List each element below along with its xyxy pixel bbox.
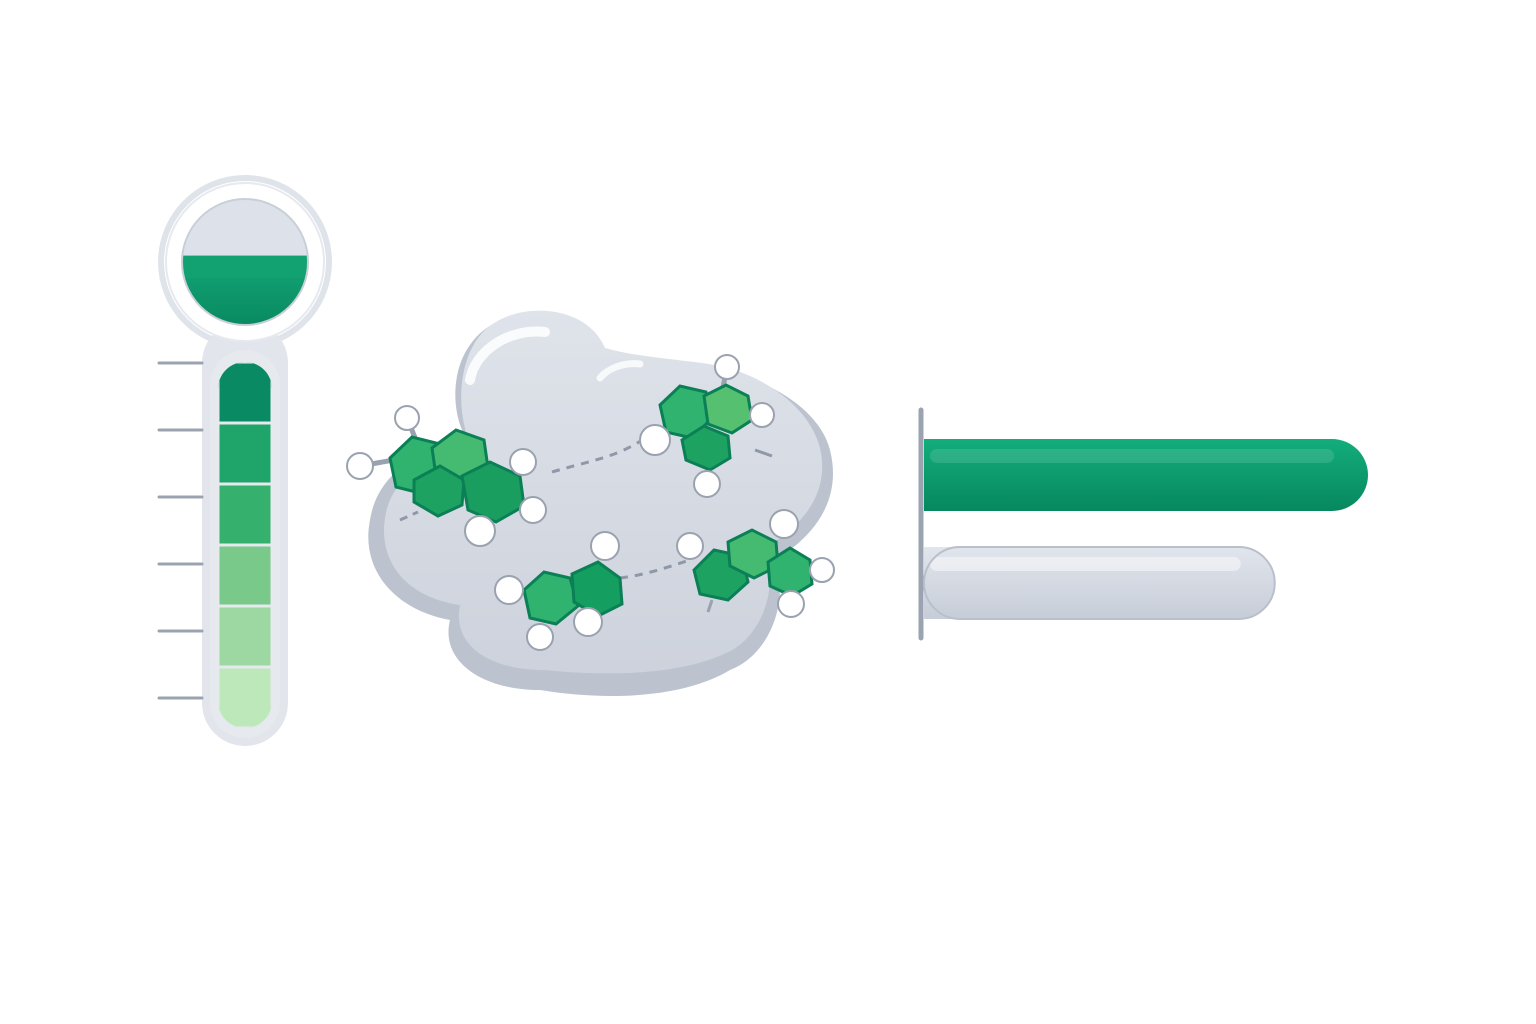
cloud bbox=[346, 310, 835, 696]
interaction-line bbox=[551, 438, 643, 474]
molecule-icon bbox=[494, 531, 624, 651]
gray-bar bbox=[923, 546, 1276, 620]
cloud-highlight bbox=[465, 326, 550, 385]
thermometer-segment bbox=[218, 543, 272, 608]
thermometer-ticks bbox=[157, 361, 204, 700]
thermometer-scale bbox=[218, 362, 272, 728]
thermometer bbox=[157, 175, 332, 746]
thermometer-segment bbox=[218, 362, 272, 425]
thermometer-segment bbox=[218, 482, 272, 547]
molecule-icon bbox=[346, 405, 547, 547]
green-bar bbox=[924, 439, 1368, 511]
bar-comparison bbox=[918, 407, 1368, 641]
molecule-icon bbox=[639, 354, 775, 498]
thermometer-segment bbox=[218, 421, 272, 486]
thermometer-segment bbox=[218, 665, 272, 728]
thermometer-segment bbox=[218, 604, 272, 669]
interaction-line bbox=[619, 558, 691, 580]
molecule-icon bbox=[676, 509, 835, 618]
